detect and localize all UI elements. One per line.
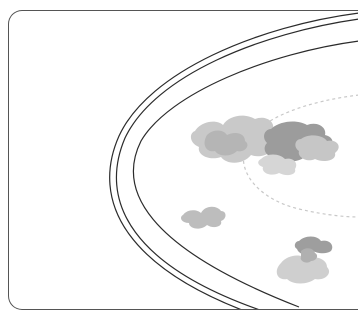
sky-illustration: [9, 11, 358, 310]
cloud-lower-right: [277, 237, 333, 284]
cloud-small-left: [181, 207, 226, 229]
cloud-cluster-upper: [191, 116, 339, 175]
illustration-frame: [8, 10, 358, 310]
